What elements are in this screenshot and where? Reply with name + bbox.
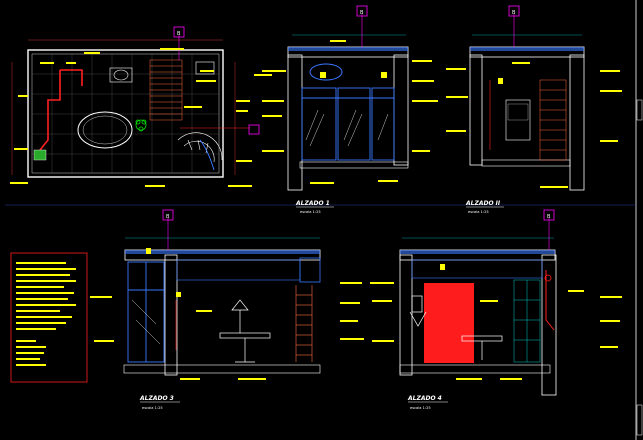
elev4-feature-panel bbox=[424, 283, 474, 363]
elev3-scale: escala 1:25 bbox=[142, 406, 163, 410]
section-mark-elev3: B bbox=[166, 214, 170, 220]
plan-section-marker bbox=[173, 26, 260, 135]
elevation-2: ALZADO II escala 1:25 bbox=[446, 5, 622, 214]
legend-box bbox=[10, 252, 88, 383]
piping-run bbox=[39, 69, 83, 161]
elev1-markers bbox=[292, 5, 406, 47]
elev1-scale: escala 1:25 bbox=[300, 210, 321, 214]
plan-annotations bbox=[10, 48, 272, 187]
elev3-title: ALZADO 3 bbox=[139, 395, 174, 402]
plan-stair bbox=[149, 59, 183, 121]
elev3-glazing bbox=[127, 261, 165, 363]
elev1-title: ALZADO 1 bbox=[295, 200, 330, 207]
plant-symbol bbox=[135, 119, 147, 132]
elevation-1: ALZADO 1 escala 1:25 bbox=[262, 5, 438, 214]
title-block-strip bbox=[635, 0, 643, 440]
elev3-ladder bbox=[295, 285, 313, 362]
elevation-4: ALZADO 4 escala 1:25 bbox=[370, 209, 622, 410]
elev4-scale: escala 1:25 bbox=[410, 406, 431, 410]
section-mark-plan: B bbox=[177, 31, 181, 37]
elev4-shelving bbox=[513, 279, 541, 363]
section-mark-elev4: B bbox=[547, 214, 551, 220]
plan-fixtures bbox=[109, 61, 215, 83]
section-mark-elev1: B bbox=[360, 10, 364, 16]
section-mark-elev2: B bbox=[512, 10, 516, 16]
elev2-stair bbox=[539, 79, 567, 161]
dining-table bbox=[77, 111, 133, 149]
elev2-scale: escala 1:25 bbox=[468, 210, 489, 214]
floor-plan bbox=[10, 26, 272, 187]
elev4-title: ALZADO 4 bbox=[407, 395, 442, 402]
elev2-title: ALZADO II bbox=[465, 200, 501, 207]
elevation-3: ALZADO 3 escala 1:25 bbox=[90, 209, 364, 410]
elev3-table bbox=[219, 299, 271, 363]
spiral-stair bbox=[177, 132, 223, 171]
glazing-bays bbox=[301, 87, 395, 161]
